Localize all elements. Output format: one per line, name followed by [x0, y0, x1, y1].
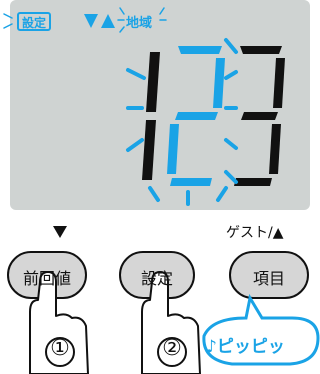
blink-rays-digits	[126, 38, 238, 206]
lcd-indicator-triangle-down	[84, 14, 98, 28]
digit-1	[142, 52, 160, 180]
lcd-indicator-triangle-up	[101, 14, 115, 28]
blink-rays-left	[3, 13, 13, 29]
step-circle-1	[45, 337, 75, 367]
blink-rays-chiiki	[117, 7, 167, 33]
step-circle-2	[157, 337, 187, 367]
down-triangle-icon	[53, 226, 67, 238]
button-koumoku[interactable]	[229, 251, 309, 299]
digit-2	[167, 46, 225, 186]
digit-3	[234, 46, 285, 186]
speech-bubble-icon	[202, 293, 320, 366]
